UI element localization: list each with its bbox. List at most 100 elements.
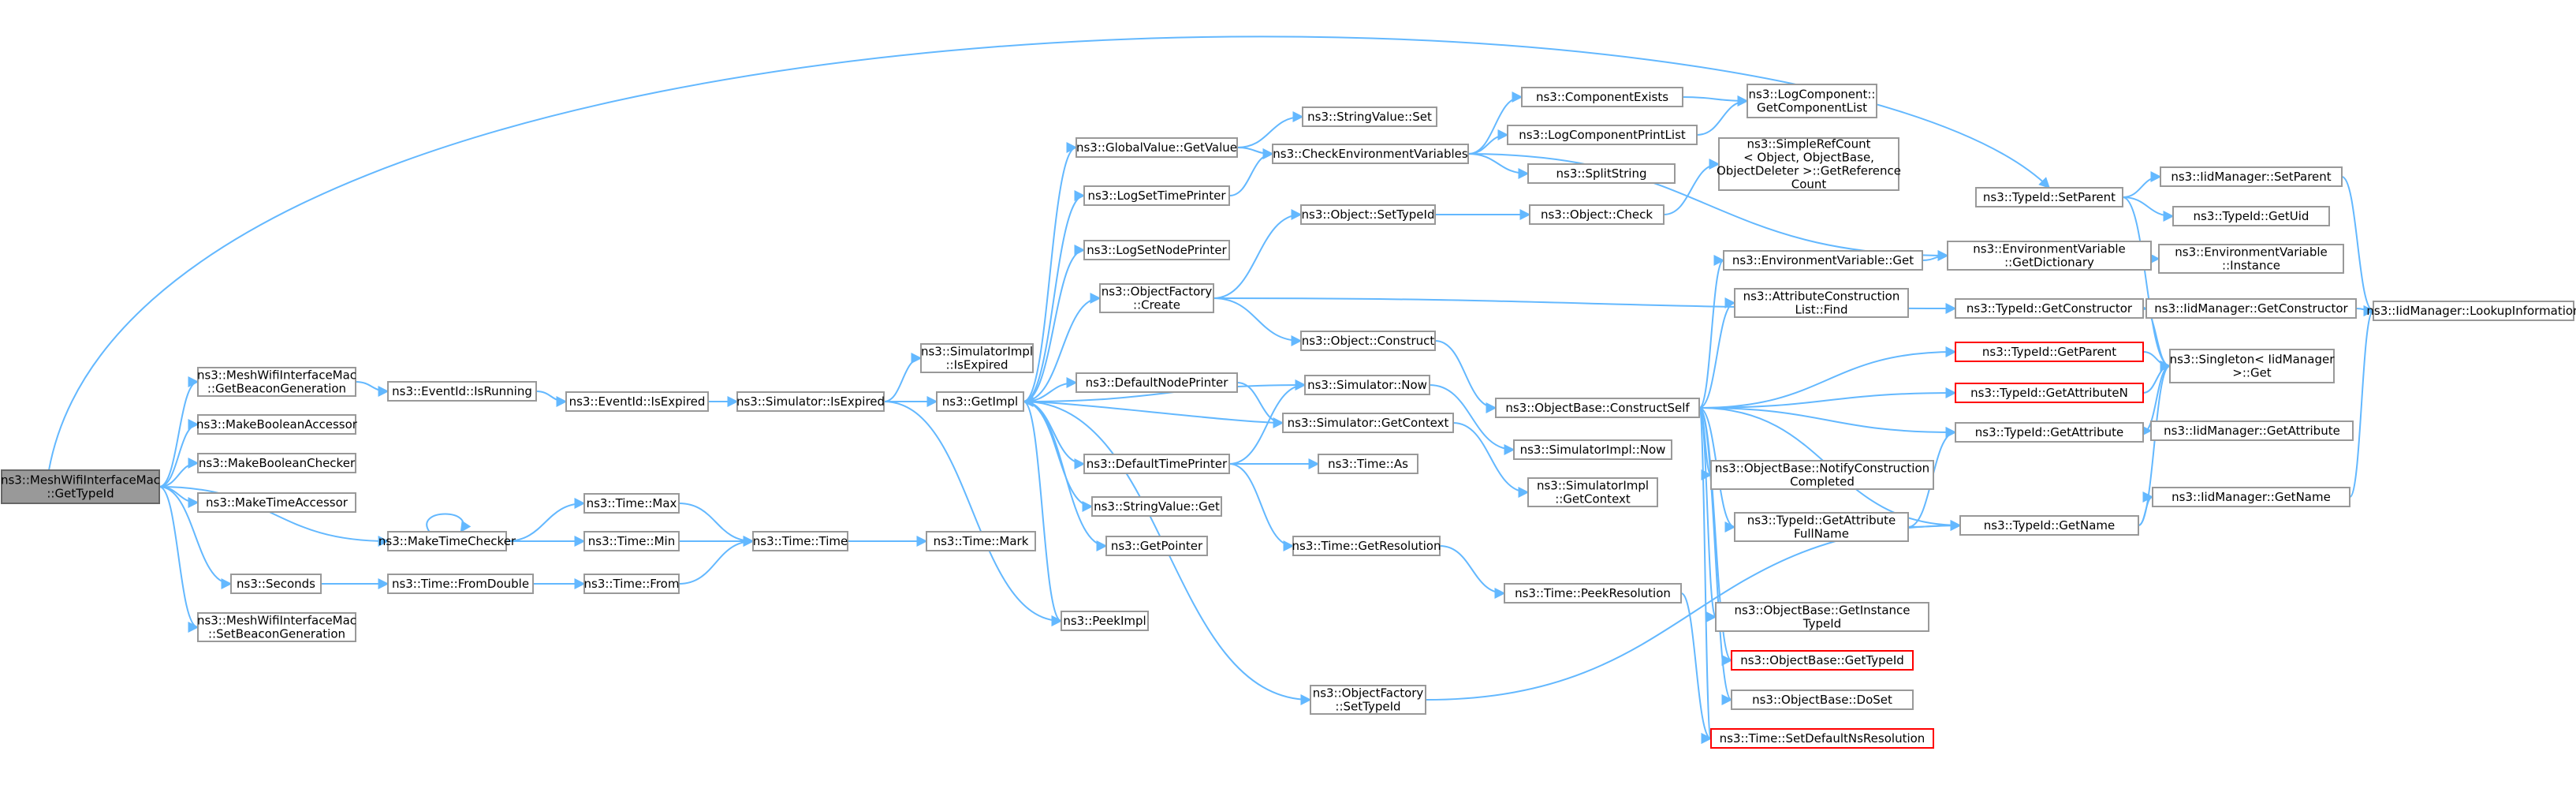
node-iidGetAttribute[interactable]: ns3::IidManager::GetAttribute xyxy=(2150,420,2354,441)
node-simImplNow[interactable]: ns3::SimulatorImpl::Now xyxy=(1513,439,1672,460)
node-box xyxy=(1734,512,1909,542)
node-objFactoryCreate[interactable]: ns3::ObjectFactory::Create xyxy=(1099,283,1214,313)
node-box xyxy=(1718,137,1899,191)
node-peekImpl[interactable]: ns3::PeekImpl xyxy=(1061,611,1149,631)
node-box xyxy=(2172,206,2330,226)
node-getBeaconGen[interactable]: ns3::MeshWifiInterfaceMac::GetBeaconGene… xyxy=(197,367,356,397)
node-timeAs[interactable]: ns3::Time::As xyxy=(1318,454,1418,474)
node-typeIdGetName[interactable]: ns3::TypeId::GetName xyxy=(1959,515,2139,536)
node-typeIdGetParent[interactable]: ns3::TypeId::GetParent xyxy=(1955,342,2144,362)
edge-typeIdSetParent-to-iidSetParent xyxy=(2122,171,2162,198)
node-logCompPrintList[interactable]: ns3::LogComponentPrintList xyxy=(1507,125,1698,145)
node-typeIdGetUid[interactable]: ns3::TypeId::GetUid xyxy=(2172,206,2330,226)
node-envVarInstance[interactable]: ns3::EnvironmentVariable::Instance xyxy=(2158,244,2344,274)
edge-root-to-makeTimeChk xyxy=(158,486,390,547)
node-splitString[interactable]: ns3::SplitString xyxy=(1527,163,1676,184)
edge-makeTimeChk-to-timeMax xyxy=(505,498,586,542)
node-objBaseGetTypeId[interactable]: ns3::ObjectBase::GetTypeId xyxy=(1731,650,1914,671)
node-label: ns3::ObjectBase::DoSet xyxy=(1752,693,1892,707)
node-label: ns3::Object::Check xyxy=(1541,207,1653,222)
node-label: ns3::LogComponentPrintList xyxy=(1519,128,1686,142)
node-stringGet[interactable]: ns3::StringValue::Get xyxy=(1091,496,1222,517)
node-simImplIsExpired[interactable]: ns3::SimulatorImpl::IsExpired xyxy=(920,343,1034,373)
edge-simNow-to-simImplNow xyxy=(1429,384,1515,455)
node-setBeaconGen[interactable]: ns3::MeshWifiInterfaceMac::SetBeaconGene… xyxy=(197,612,356,642)
node-makeBoolChk[interactable]: ns3::MakeBooleanChecker xyxy=(197,453,356,473)
edge-objFactoryCreate-to-objSetTypeId xyxy=(1213,209,1303,299)
node-timeMark[interactable]: ns3::Time::Mark xyxy=(926,531,1036,551)
node-logSetNodePrinter[interactable]: ns3::LogSetNodePrinter xyxy=(1083,240,1230,260)
node-getImpl[interactable]: ns3::GetImpl xyxy=(936,391,1024,412)
node-objCheck[interactable]: ns3::Object::Check xyxy=(1529,204,1665,225)
node-singletonGet[interactable]: ns3::Singleton< IidManager>::Get xyxy=(2169,349,2336,383)
node-iidSetParent[interactable]: ns3::IidManager::SetParent xyxy=(2160,166,2343,187)
node-envVarGet[interactable]: ns3::EnvironmentVariable::Get xyxy=(1723,250,1923,271)
node-peekResolution[interactable]: ns3::Time::PeekResolution xyxy=(1504,583,1682,604)
node-makeTimeChk[interactable]: ns3::MakeTimeChecker xyxy=(378,531,516,551)
node-objBaseDoSet[interactable]: ns3::ObjectBase::DoSet xyxy=(1731,690,1914,710)
node-typeIdGetConstructor[interactable]: ns3::TypeId::GetConstructor xyxy=(1955,298,2144,319)
node-objFactorySetTypeId[interactable]: ns3::ObjectFactory::SetTypeId xyxy=(1310,685,1426,715)
node-objConstruct[interactable]: ns3::Object::Construct xyxy=(1300,331,1436,351)
node-defaultNodePrinter[interactable]: ns3::DefaultNodePrinter xyxy=(1076,372,1238,393)
node-constructSelf[interactable]: ns3::ObjectBase::ConstructSelf xyxy=(1495,398,1700,418)
node-envVarGetDict[interactable]: ns3::EnvironmentVariable::GetDictionary xyxy=(1947,241,2152,271)
node-iidGetConstructor[interactable]: ns3::IidManager::GetConstructor xyxy=(2145,298,2357,319)
node-label: ns3::Time::Mark xyxy=(934,534,1029,548)
edge-root-to-makeBoolAcc xyxy=(158,419,199,488)
node-label: Completed xyxy=(1790,475,1855,489)
node-label: ns3::CheckEnvironmentVariables xyxy=(1273,147,1468,161)
node-timeMax[interactable]: ns3::Time::Max xyxy=(583,493,680,514)
node-typeIdGetAttributeN[interactable]: ns3::TypeId::GetAttributeN xyxy=(1955,383,2144,403)
node-simImplGetContext[interactable]: ns3::SimulatorImpl::GetContext xyxy=(1527,477,1658,507)
node-notifyConstr[interactable]: ns3::ObjectBase::NotifyConstructionCompl… xyxy=(1710,460,1934,490)
edge-constructSelf-to-envVarGet xyxy=(1698,255,1725,409)
node-setDefaultNsRes[interactable]: ns3::Time::SetDefaultNsResolution xyxy=(1710,728,1934,749)
node-box xyxy=(1105,536,1208,556)
node-globalGetValue[interactable]: ns3::GlobalValue::GetValue xyxy=(1076,137,1238,158)
node-label: ns3::GetPointer xyxy=(1111,539,1203,553)
node-timeFrom[interactable]: ns3::Time::From xyxy=(583,574,680,594)
node-fromDouble[interactable]: ns3::Time::FromDouble xyxy=(387,574,534,594)
node-makeBoolAcc[interactable]: ns3::MakeBooleanAccessor xyxy=(196,414,358,435)
node-getResolution[interactable]: ns3::Time::GetResolution xyxy=(1292,536,1441,556)
node-stringSet[interactable]: ns3::StringValue::Set xyxy=(1302,107,1437,127)
node-simIsExpired[interactable]: ns3::Simulator::IsExpired xyxy=(736,391,885,412)
node-logCompGetList[interactable]: ns3::LogComponent::GetComponentList xyxy=(1747,84,1877,118)
node-iidLookupInfo[interactable]: ns3::IidManager::LookupInformation xyxy=(2366,301,2576,321)
node-iidGetName[interactable]: ns3::IidManager::GetName xyxy=(2152,487,2350,507)
node-timeMin[interactable]: ns3::Time::Min xyxy=(583,531,680,551)
node-simNow[interactable]: ns3::Simulator::Now xyxy=(1304,375,1430,395)
node-label: ::GetDictionary xyxy=(2004,256,2094,270)
node-box xyxy=(1507,125,1698,145)
node-checkEnv[interactable]: ns3::CheckEnvironmentVariables xyxy=(1272,144,1469,164)
node-box xyxy=(1521,87,1683,107)
node-typeIdGetAttribute[interactable]: ns3::TypeId::GetAttribute xyxy=(1955,422,2144,443)
node-simpleRefCount[interactable]: ns3::SimpleRefCount< Object, ObjectBase,… xyxy=(1717,137,1901,192)
node-typeIdSetParent[interactable]: ns3::TypeId::SetParent xyxy=(1975,187,2123,207)
edge-timeFrom-to-timeTime xyxy=(678,536,755,585)
node-eventIsRunning[interactable]: ns3::EventId::IsRunning xyxy=(387,381,537,402)
node-logSetTimePrinter[interactable]: ns3::LogSetTimePrinter xyxy=(1083,185,1230,206)
node-eventIsExpired[interactable]: ns3::EventId::IsExpired xyxy=(565,391,709,412)
node-label: ns3::IidManager::GetConstructor xyxy=(2154,301,2348,316)
node-box xyxy=(1300,204,1436,225)
node-root[interactable]: ns3::MeshWifiInterfaceMac::GetTypeId xyxy=(1,469,160,504)
node-label: ns3::IidManager::LookupInformation xyxy=(2366,304,2576,318)
node-box xyxy=(1292,536,1441,556)
edge-globalGetValue-to-stringSet xyxy=(1236,111,1304,148)
node-defaultTimePrinter[interactable]: ns3::DefaultTimePrinter xyxy=(1083,454,1230,474)
node-makeTimeAcc[interactable]: ns3::MakeTimeAccessor xyxy=(197,492,356,513)
node-simGetContext[interactable]: ns3::Simulator::GetContext xyxy=(1282,413,1454,433)
node-box xyxy=(1734,288,1909,318)
edge-globalGetValue-to-checkEnv xyxy=(1236,147,1274,159)
node-objSetTypeId[interactable]: ns3::Object::SetTypeId xyxy=(1300,204,1436,225)
node-timeTime[interactable]: ns3::Time::Time xyxy=(752,531,848,551)
node-compExists[interactable]: ns3::ComponentExists xyxy=(1521,87,1683,107)
node-getPointer[interactable]: ns3::GetPointer xyxy=(1105,536,1208,556)
node-seconds[interactable]: ns3::Seconds xyxy=(230,574,322,594)
edge-eventIsRunning-to-eventIsExpired xyxy=(535,391,568,407)
